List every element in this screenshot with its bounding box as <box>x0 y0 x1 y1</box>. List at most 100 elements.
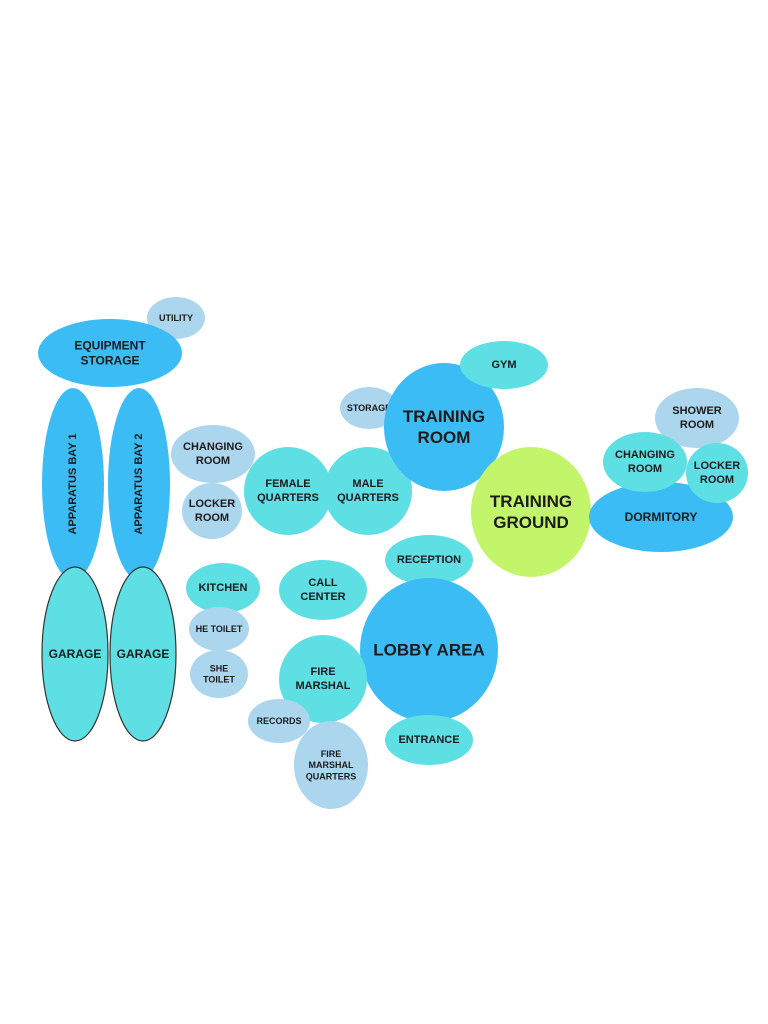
bubble-label-changing-room-2: CHANGING <box>615 449 675 461</box>
bubble-training-room: TRAINING ROOM <box>384 363 504 491</box>
bubble-label-training-ground: GROUND <box>493 513 569 532</box>
bubble-shape-male-quarters <box>324 447 412 535</box>
bubble-label-storage: STORAGE <box>347 403 391 413</box>
bubble-label-changing-room-1: ROOM <box>196 455 230 467</box>
bubble-label-locker-room-1: LOCKER <box>189 498 236 510</box>
bubble-shape-garage-1 <box>41 566 109 742</box>
bubble-female-quarters: FEMALE QUARTERS <box>244 447 332 535</box>
bubble-label-changing-room-1: CHANGING <box>183 441 243 453</box>
bubble-label-training-room: TRAINING <box>403 407 485 426</box>
bubble-shape-reception <box>385 535 473 585</box>
bubble-shape-storage <box>340 387 398 429</box>
bubble-fire-marshal: FIRE MARSHAL <box>279 635 367 723</box>
bubble-shape-call-center <box>279 560 367 620</box>
bubble-shape-kitchen <box>186 563 260 613</box>
bubble-locker-room-2: LOCKER ROOM <box>686 443 748 503</box>
bubble-label-shower-room: ROOM <box>680 419 714 431</box>
bubble-shape-changing-room-2 <box>603 432 687 492</box>
bubble-shape-fire-marshal <box>279 635 367 723</box>
bubble-label-fire-marshal: FIRE <box>310 666 335 678</box>
bubble-dormitory: DORMITORY <box>589 482 733 552</box>
bubble-label-reception: RECEPTION <box>397 554 461 566</box>
bubble-shape-records <box>248 699 310 743</box>
bubble-garage-2: GARAGE <box>109 566 177 742</box>
bubble-label-fire-marshal-quarters: MARSHAL <box>309 760 354 770</box>
bubble-shape-gym <box>460 341 548 389</box>
bubble-label-male-quarters: QUARTERS <box>337 492 399 504</box>
bubble-shape-apparatus-bay-2 <box>108 388 170 580</box>
bubble-label-kitchen: KITCHEN <box>199 582 248 594</box>
bubble-shape-utility <box>147 297 205 339</box>
bubble-label-lobby-area: LOBBY AREA <box>373 641 484 660</box>
bubble-reception: RECEPTION <box>385 535 473 585</box>
bubble-label-locker-room-2: ROOM <box>700 474 734 486</box>
bubble-storage: STORAGE <box>340 387 398 429</box>
bubble-lobby-area: LOBBY AREA <box>360 578 498 722</box>
bubble-utility: UTILITY <box>147 297 205 339</box>
bubble-shape-he-toilet <box>189 607 249 651</box>
bubble-label-fire-marshal-quarters: QUARTERS <box>306 771 357 781</box>
bubble-shape-training-room <box>384 363 504 491</box>
bubble-male-quarters: MALE QUARTERS <box>324 447 412 535</box>
bubble-label-male-quarters: MALE <box>352 478 383 490</box>
bubble-label-garage-1: GARAGE <box>49 647 102 661</box>
bubble-label-dormitory: DORMITORY <box>625 510 698 524</box>
bubble-entrance: ENTRANCE <box>385 715 473 765</box>
bubble-changing-room-1: CHANGING ROOM <box>171 425 255 483</box>
bubble-label-garage-2: GARAGE <box>117 647 170 661</box>
bubble-shape-equipment-storage <box>38 319 182 387</box>
bubble-records: RECORDS <box>248 699 310 743</box>
bubble-locker-room-1: LOCKER ROOM <box>182 483 242 539</box>
bubble-shape-dormitory <box>589 482 733 552</box>
bubble-kitchen: KITCHEN <box>186 563 260 613</box>
bubble-label-shower-room: SHOWER <box>672 405 722 417</box>
bubble-label-he-toilet: HE TOILET <box>196 624 243 634</box>
bubble-label-gym: GYM <box>491 359 516 371</box>
bubble-label-training-room: ROOM <box>418 428 471 447</box>
bubble-shape-apparatus-bay-1 <box>42 388 104 580</box>
bubble-label-female-quarters: FEMALE <box>265 478 310 490</box>
bubble-shape-changing-room-1 <box>171 425 255 483</box>
bubble-shape-she-toilet <box>190 650 248 698</box>
bubble-label-apparatus-bay-1: APPARATUS BAY 1 <box>67 433 79 534</box>
bubble-label-records: RECORDS <box>256 716 301 726</box>
bubble-garage-1: GARAGE <box>41 566 109 742</box>
bubble-apparatus-bay-2: APPARATUS BAY 2 <box>108 388 170 580</box>
bubble-label-equipment-storage: STORAGE <box>80 354 139 368</box>
bubble-label-she-toilet: SHE <box>210 663 229 673</box>
bubble-shape-fire-marshal-quarters <box>294 721 368 809</box>
bubble-label-locker-room-2: LOCKER <box>694 460 741 472</box>
bubble-label-locker-room-1: ROOM <box>195 512 229 524</box>
bubble-label-fire-marshal: MARSHAL <box>296 680 351 692</box>
bubble-shape-shower-room <box>655 388 739 448</box>
bubble-label-call-center: CALL <box>308 577 338 589</box>
bubble-shape-locker-room-1 <box>182 483 242 539</box>
bubble-shape-training-ground <box>471 447 591 577</box>
bubble-shape-garage-2 <box>109 566 177 742</box>
bubble-he-toilet: HE TOILET <box>189 607 249 651</box>
bubble-label-apparatus-bay-2: APPARATUS BAY 2 <box>133 433 145 534</box>
bubble-shape-female-quarters <box>244 447 332 535</box>
bubble-shape-entrance <box>385 715 473 765</box>
bubble-label-equipment-storage: EQUIPMENT <box>74 339 146 353</box>
bubble-label-utility: UTILITY <box>159 313 193 323</box>
bubble-label-she-toilet: TOILET <box>203 675 235 685</box>
bubble-label-fire-marshal-quarters: FIRE <box>321 749 342 759</box>
bubble-shower-room: SHOWER ROOM <box>655 388 739 448</box>
bubble-she-toilet: SHE TOILET <box>190 650 248 698</box>
bubble-apparatus-bay-1: APPARATUS BAY 1 <box>42 388 104 580</box>
bubble-label-entrance: ENTRANCE <box>398 734 459 746</box>
bubble-training-ground: TRAINING GROUND <box>471 447 591 577</box>
bubble-shape-lobby-area <box>360 578 498 722</box>
bubble-changing-room-2: CHANGING ROOM <box>603 432 687 492</box>
bubble-call-center: CALL CENTER <box>279 560 367 620</box>
bubble-label-female-quarters: QUARTERS <box>257 492 319 504</box>
bubble-label-call-center: CENTER <box>300 591 345 603</box>
bubble-label-training-ground: TRAINING <box>490 492 572 511</box>
bubble-gym: GYM <box>460 341 548 389</box>
bubble-label-changing-room-2: ROOM <box>628 463 662 475</box>
bubble-shape-locker-room-2 <box>686 443 748 503</box>
